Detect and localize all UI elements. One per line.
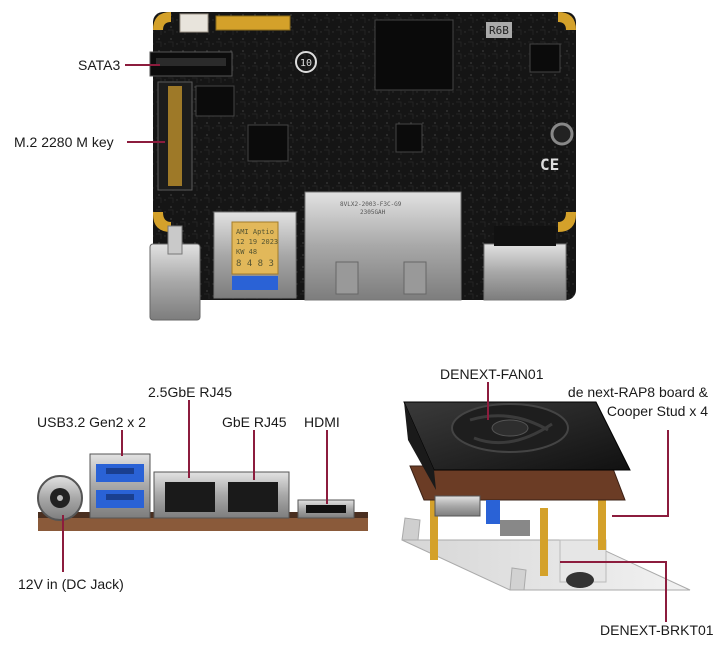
fcc-mark	[295, 51, 317, 73]
bios-sticker-line4: 8 4 8 3	[236, 259, 274, 269]
rj45-tab-1	[335, 261, 359, 295]
mount-hole-tr	[558, 12, 576, 30]
standoff-2	[540, 508, 548, 576]
ref-r6b-pad	[486, 22, 512, 38]
rj45-assembly	[434, 495, 481, 517]
ref-r6b-text: R6B	[489, 24, 509, 37]
fpc-connector	[215, 15, 291, 31]
rj45-25g-port	[165, 482, 215, 512]
mount-hole-br	[558, 212, 576, 232]
label-usb: USB3.2 Gen2 x 2	[37, 414, 146, 430]
pcb-edge	[38, 517, 368, 531]
hdmi-top	[483, 243, 567, 301]
fan-header	[179, 13, 209, 33]
controller-chip	[195, 85, 235, 117]
bios-sticker-line2: 12 19 2023	[236, 238, 278, 246]
top-view-board: R6B 10 CE AMI Aptio 12 19 2023 KW 48 8 4…	[149, 12, 576, 321]
mount-hole-tl	[153, 12, 171, 30]
front-io-view	[37, 453, 368, 531]
label-fan: DENEXT-FAN01	[440, 366, 544, 382]
label-bracket: DENEXT-BRKT01	[600, 622, 714, 638]
rj45-tab-2	[403, 261, 427, 295]
leader-board	[612, 430, 669, 517]
usb-tongue-1	[106, 468, 134, 474]
usb-blue-top	[232, 276, 278, 290]
label-board-line1: de next-RAP8 board &	[567, 384, 708, 400]
label-board-line2: Cooper Stud x 4	[606, 403, 708, 419]
label-rj45-25g: 2.5GbE RJ45	[148, 384, 233, 400]
pmic-chip	[247, 124, 289, 162]
bios-sticker	[231, 221, 279, 275]
dc-assembly	[500, 520, 530, 536]
coin-cell	[566, 572, 594, 588]
assembly-view	[401, 401, 691, 591]
soc-chip	[374, 19, 454, 91]
bracket-leg-l	[401, 517, 421, 541]
label-hdmi: HDMI	[304, 414, 340, 430]
label-gbe: GbE RJ45	[222, 414, 287, 430]
fcc-mark-text: 10	[300, 58, 312, 69]
ce-mark: CE	[540, 155, 559, 174]
sata3-slot	[156, 58, 226, 66]
standoff-1	[430, 500, 438, 560]
hdmi-port	[306, 505, 346, 513]
bracket-leg-front	[509, 567, 527, 591]
screw-icon	[550, 122, 574, 146]
hdmi-fpc	[494, 226, 556, 246]
bios-sticker-line1: AMI Aptio	[236, 228, 274, 236]
bios-sticker-line3: KW 48	[236, 248, 257, 256]
dc-jack-barrel	[167, 225, 183, 255]
usb-assembly	[486, 500, 500, 524]
label-sata3: SATA3	[78, 57, 121, 73]
small-chip	[395, 123, 423, 153]
rj45-chip-text: 8VLX2-2003-F3C-G9	[340, 201, 402, 208]
fan-hub	[491, 419, 529, 437]
usb-front	[89, 453, 151, 519]
aux-chip	[529, 43, 561, 73]
label-m2: M.2 2280 M key	[14, 134, 114, 150]
usb-tongue-2	[106, 494, 134, 500]
pcb-assembly	[409, 465, 626, 501]
m2-slot-pins	[168, 86, 182, 186]
dc-jack-pin	[57, 495, 63, 501]
heatsink-side	[404, 402, 436, 490]
standoff-3	[598, 486, 606, 550]
fan-blades	[469, 414, 553, 445]
rj45-gbe-port	[228, 482, 278, 512]
leader-bracket	[560, 561, 667, 622]
label-dc-in: 12V in (DC Jack)	[18, 576, 124, 592]
dc-jack-top	[149, 243, 201, 321]
mount-hole-bl	[153, 212, 171, 232]
mounting-holes	[153, 12, 576, 232]
leader-lines	[62, 64, 669, 622]
rj45-code-text: 2305GAH	[360, 209, 386, 216]
rj45-dual-top	[304, 191, 462, 301]
